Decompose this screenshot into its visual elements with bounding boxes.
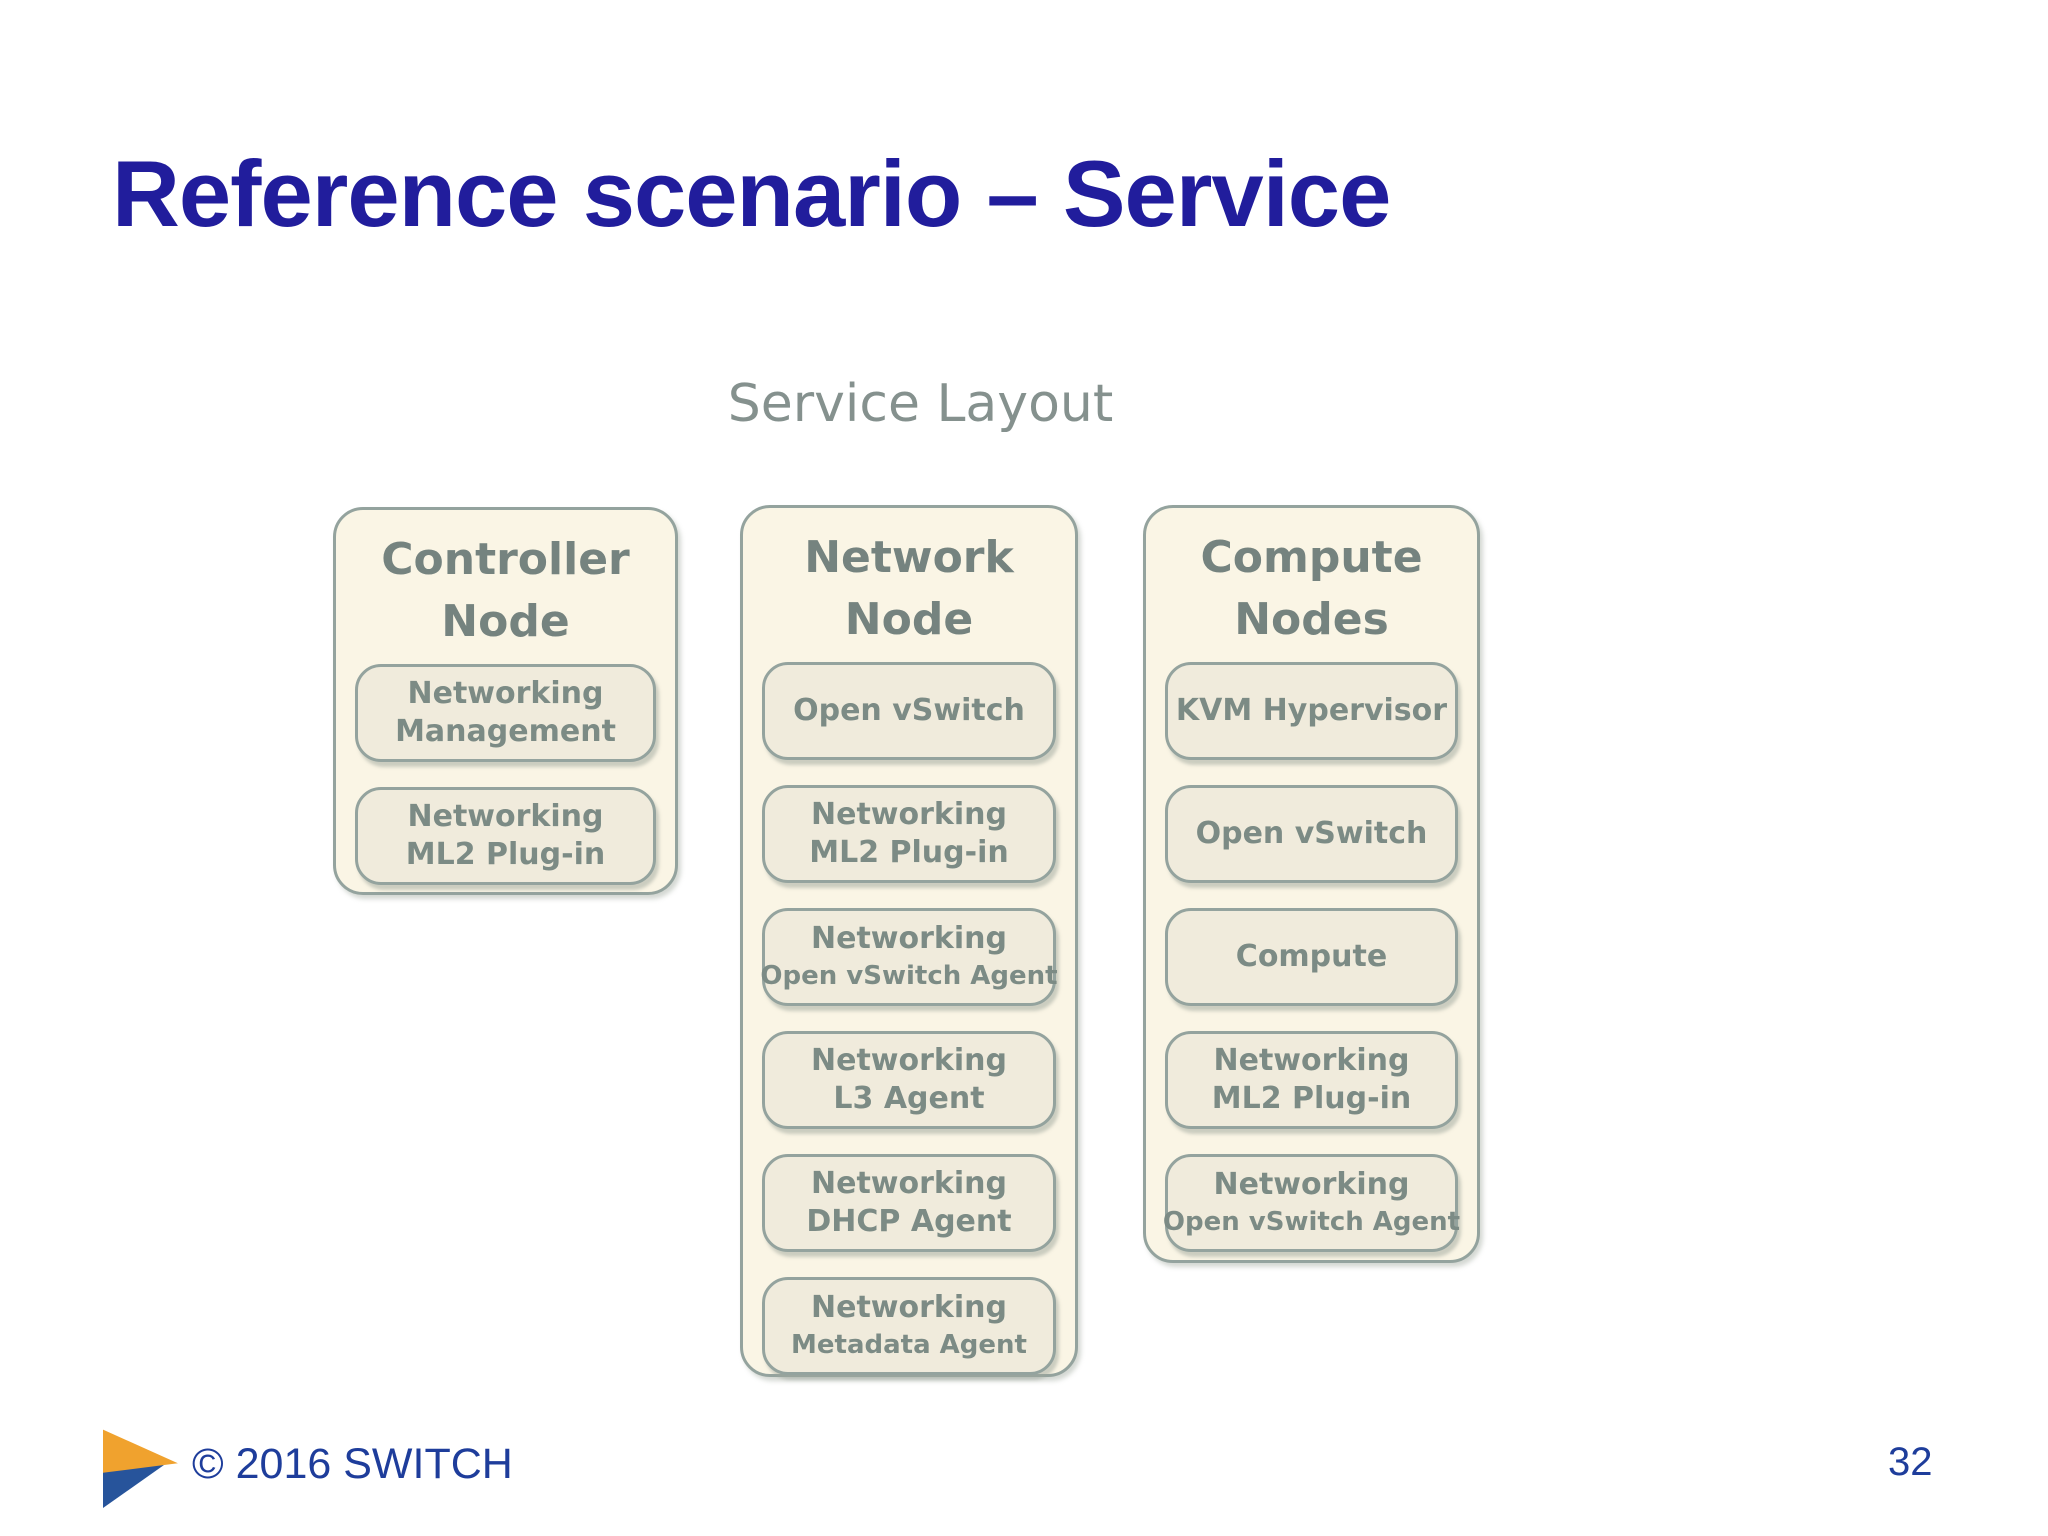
service-box-label: KVM Hypervisor (1175, 693, 1448, 728)
service-box-label: ML2 Plug-in (1211, 1081, 1412, 1116)
service-box-label: Networking (407, 799, 604, 834)
service-box-label: L3 Agent (833, 1081, 985, 1116)
service-box-label: DHCP Agent (806, 1204, 1012, 1239)
service-box-label: Networking (407, 676, 604, 711)
node-column-title-line: Network (804, 532, 1014, 583)
page-number: 32 (1888, 1440, 1933, 1484)
service-box-label: Networking (811, 1166, 1007, 1201)
service-box-label: Networking (1213, 1167, 1410, 1202)
service-box-label: Open vSwitch (793, 693, 1025, 728)
diagram-title: Service Layout (727, 374, 1114, 434)
service-box-label: Open vSwitch (1195, 816, 1428, 851)
service-box-label: Open vSwitch Agent (1162, 1207, 1461, 1237)
service-box-label: Management (395, 714, 616, 749)
node-column-title-line: Controller (381, 534, 630, 585)
service-box-label: ML2 Plug-in (405, 837, 606, 872)
switch-logo (103, 1428, 181, 1508)
node-column-title-line: Node (844, 594, 974, 645)
node-column-title-line: Node (441, 596, 570, 647)
service-box-label: Networking (811, 797, 1007, 832)
node-column-title-line: Nodes (1234, 594, 1389, 645)
service-box-label: Compute (1235, 939, 1388, 974)
footer-copyright: © 2016 SWITCH (192, 1440, 513, 1488)
slide-title: Reference scenario – Service (112, 141, 1391, 246)
service-box-label: Open vSwitch Agent (760, 961, 1058, 991)
service-box-label: Networking (811, 1043, 1007, 1078)
service-box-label: Networking (811, 921, 1007, 956)
service-box: KVM Hypervisor (1165, 662, 1458, 760)
service-box-label: Networking (811, 1290, 1007, 1325)
service-box-label: Networking (1213, 1043, 1410, 1078)
service-box: Open vSwitch (1165, 785, 1458, 883)
service-box-label: Metadata Agent (791, 1330, 1027, 1360)
service-box-label: ML2 Plug-in (809, 835, 1009, 870)
service-box: Open vSwitch (762, 662, 1056, 760)
node-column-title-line: Compute (1200, 532, 1423, 583)
service-box: Compute (1165, 908, 1458, 1006)
